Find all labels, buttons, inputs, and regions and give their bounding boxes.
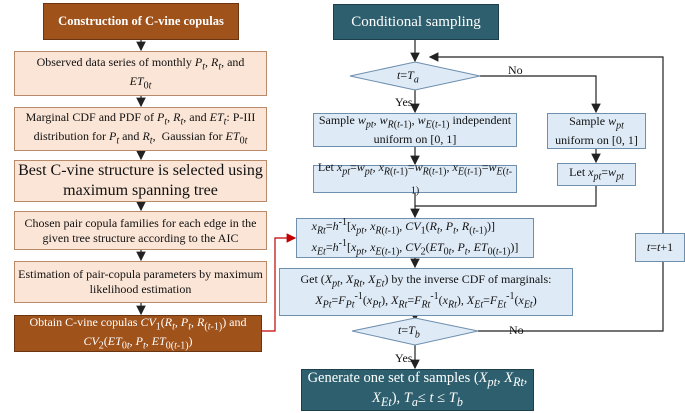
let-pt-text: Let xpt=wpt [569, 165, 624, 183]
step-obtain: Obtain C-vine copulas CV1(Rt, Pt, R(t-1)… [14, 315, 262, 352]
decision-start-label: t=Ta [397, 68, 419, 86]
yes-label-bottom: Yes [395, 351, 413, 365]
right-title: Conditional sampling [333, 4, 499, 40]
h-inverse: xRt=h-1[xpt, xR(t-1), CV1(Rt, Pt, R(t-1)… [296, 217, 534, 258]
yes-label-top: Yes [395, 95, 413, 109]
no-label-top: No [508, 63, 523, 77]
let-pt: Let xpt=wpt [557, 163, 636, 186]
increment-box: t=t+1 [635, 233, 685, 262]
sample-independent-text: Sample wpt, wR(t-1), wE(t-1) independent… [318, 113, 512, 146]
diamond-end-shape [351, 317, 479, 346]
h-inverse-text: xRt=h-1[xpt, xR(t-1), CV1(Rt, Pt, R(t-1)… [311, 217, 519, 258]
generate-box: Generate one set of samples (Xpt, XRt,XE… [301, 369, 534, 411]
red-link-arrow [262, 233, 297, 332]
step-observed-text: Observed data series of monthly Pt, Rt, … [36, 54, 245, 91]
let-all: Let xpt=wpt, xR(t-1)=wR(t-1), xE(t-1)=wE… [313, 160, 517, 196]
decision-end-label: t=Tb [398, 323, 420, 341]
step-families: Chosen pair copula families for each edg… [14, 211, 267, 250]
generate-text: Generate one set of samples (Xpt, XRt,XE… [307, 370, 528, 409]
inverse-cdf: Get (Xpt, XRt, XEt) by the inverse CDF o… [279, 268, 573, 316]
diamond-start-shape [349, 61, 481, 91]
step-obtain-text: Obtain C-vine copulas CV1(Rt, Pt, R(t-1)… [29, 314, 247, 351]
step-marginal-text: Marginal CDF and PDF of Pt, Rt, and ETt:… [25, 110, 256, 147]
step-estimation: Estimation of pair-copula parameters by … [14, 261, 267, 303]
increment-text: t=t+1 [646, 240, 674, 255]
step-structure: Best C-vine structure is selected using … [14, 160, 267, 202]
inverse-cdf-text: Get (Xpt, XRt, XEt) by the inverse CDF o… [300, 272, 552, 311]
left-title: Construction of C-vine copulas [43, 3, 239, 40]
no-label-bottom: No [509, 323, 524, 337]
right-arrows [410, 40, 664, 370]
step-observed: Observed data series of monthly Pt, Rt, … [14, 51, 267, 96]
let-all-text: Let xpt=wpt, xR(t-1)=wR(t-1), xE(t-1)=wE… [317, 160, 513, 197]
step-marginal: Marginal CDF and PDF of Pt, Rt, and ETt:… [14, 107, 267, 151]
sample-independent: Sample wpt, wR(t-1), wE(t-1) independent… [313, 113, 517, 147]
